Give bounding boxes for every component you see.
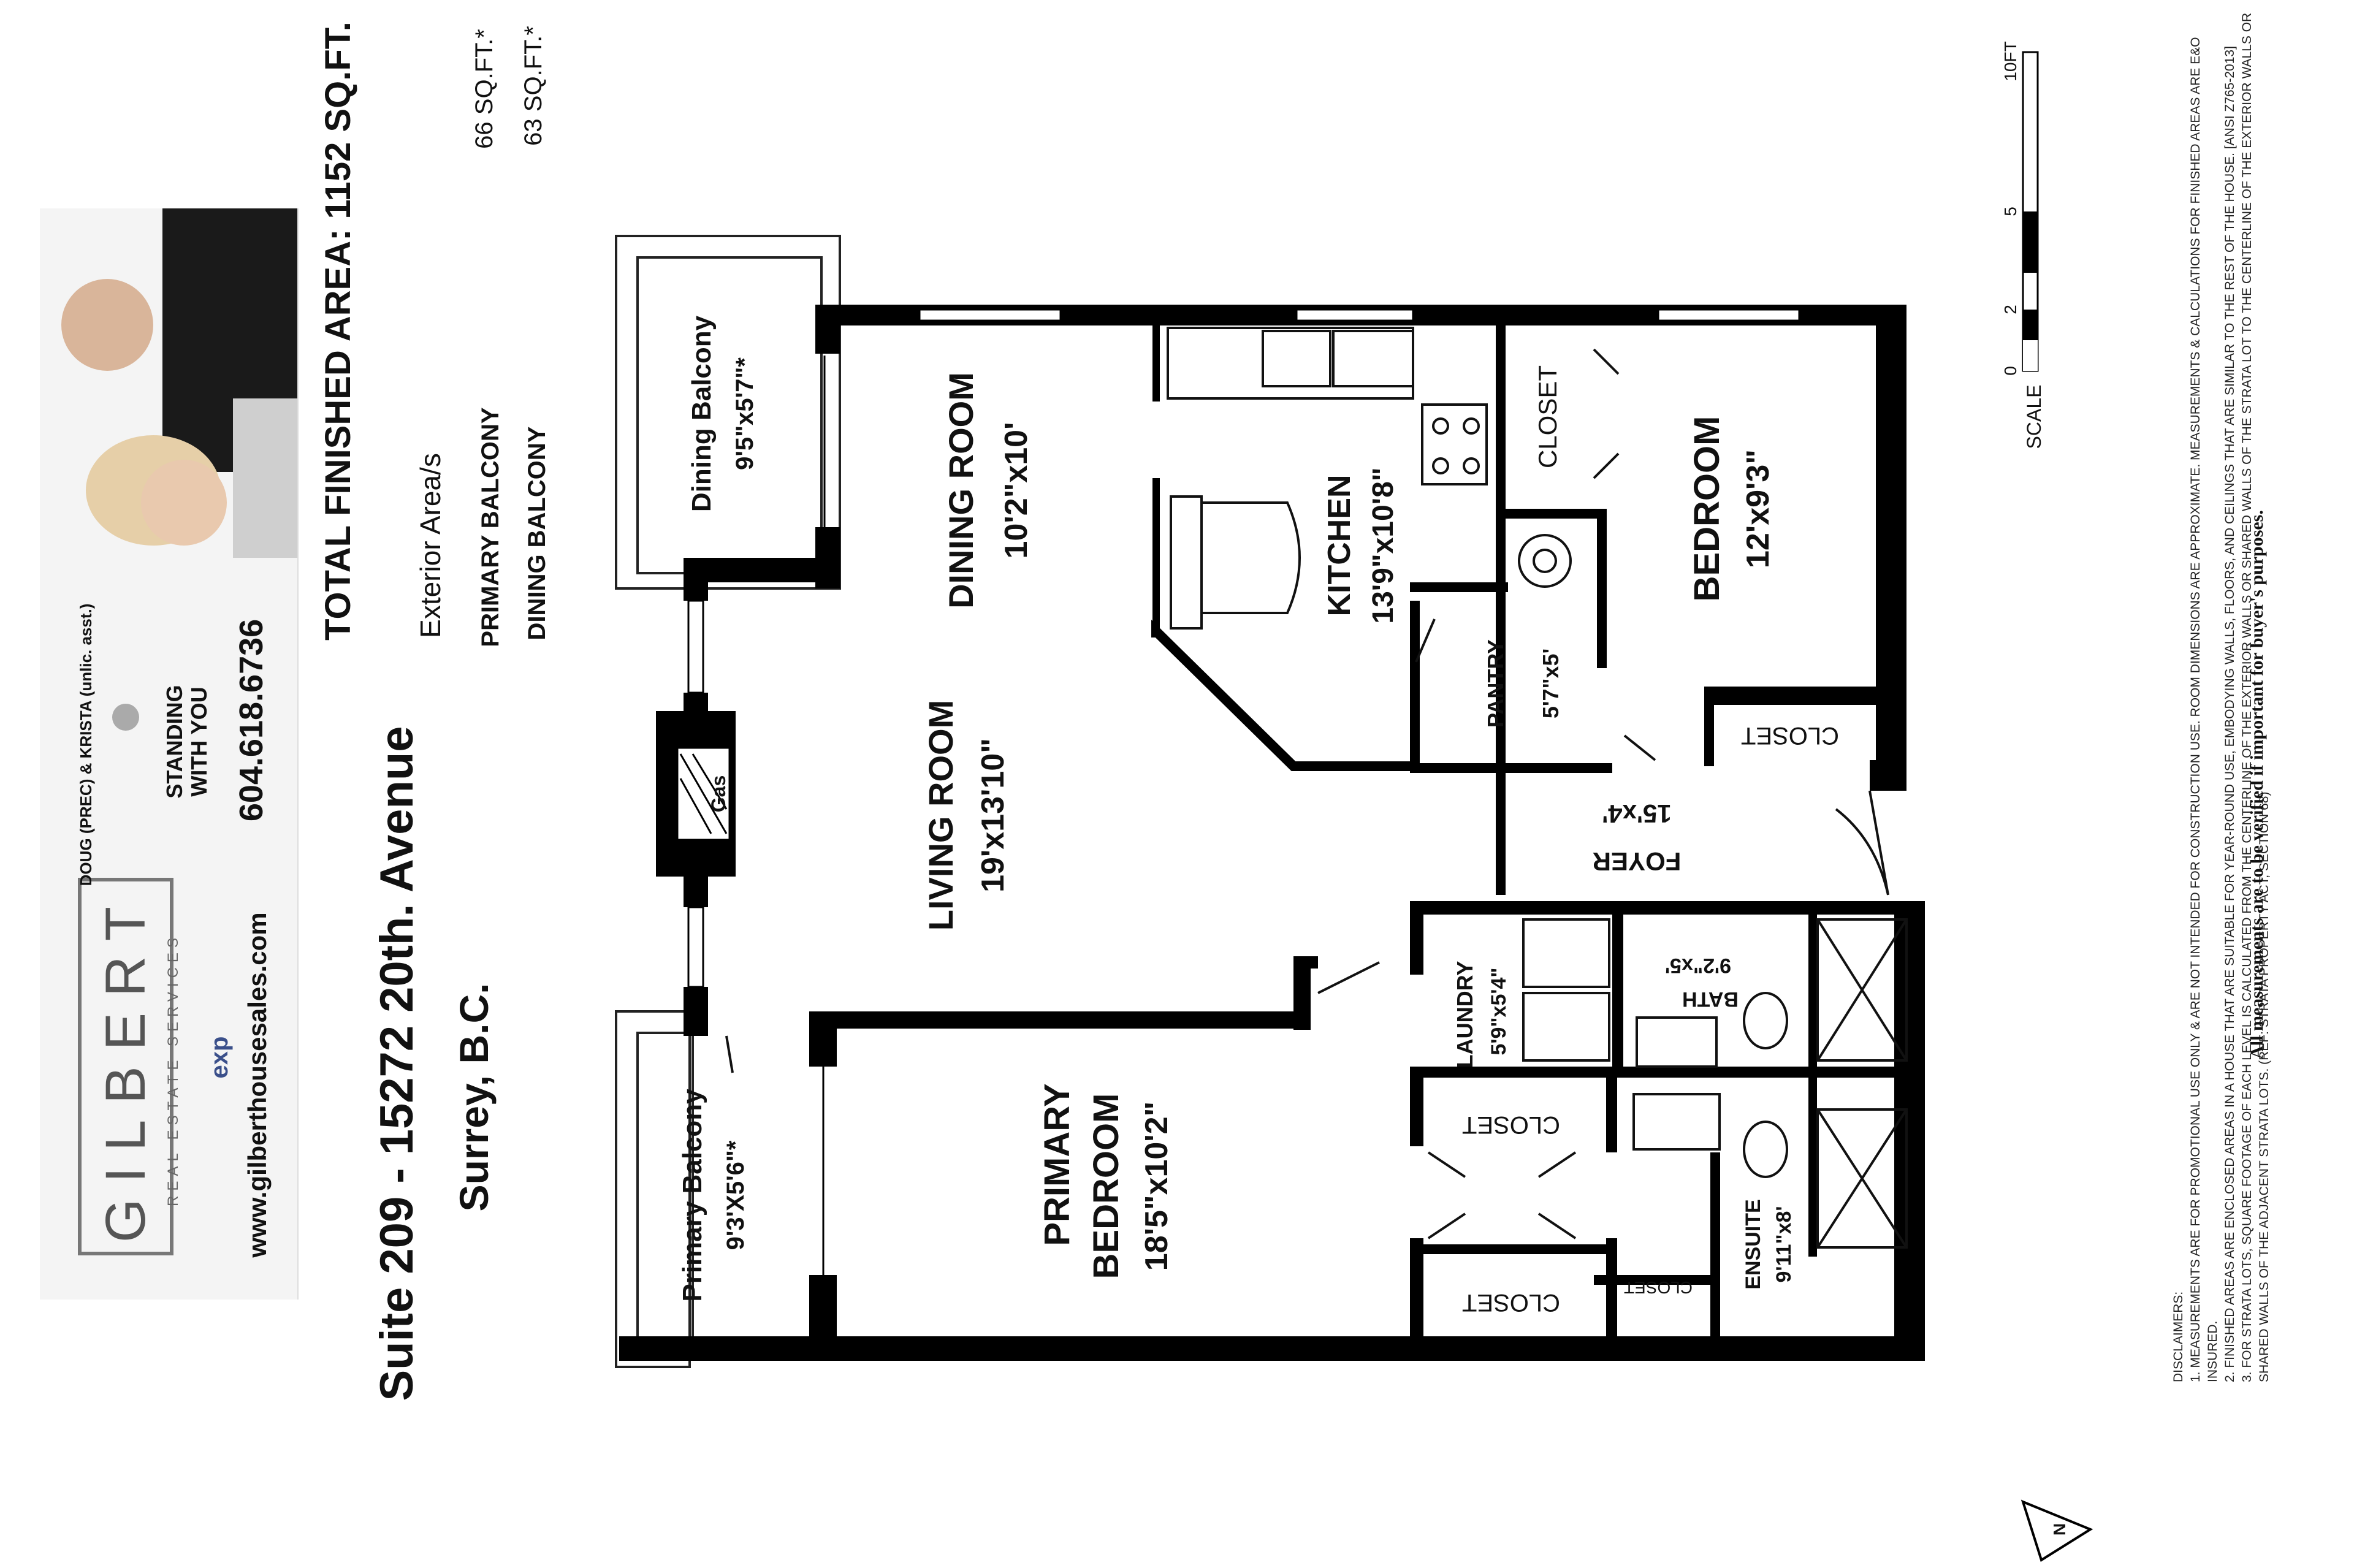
slogan-line1: STANDING: [162, 685, 187, 799]
disclaimer-footer: All measurements are to be verified if i…: [2247, 510, 2267, 1059]
bath-fixtures: [1522, 918, 1908, 1249]
bedroom-name: BEDROOM: [1687, 416, 1727, 602]
slogan-icon: [112, 704, 139, 731]
disclaimer-item-2: 2. FINISHED AREAS ARE ENCLOSED AREAS IN …: [2223, 46, 2237, 1382]
kitchen-name: KITCHEN: [1322, 474, 1357, 617]
laundry-size: 5'9"x5'4": [1487, 967, 1510, 1056]
disclaimer-title: DISCLAIMERS:: [2171, 1291, 2185, 1382]
closet-c-label: CLOSET: [1623, 1278, 1693, 1297]
fireplace-label: Gas: [707, 775, 729, 813]
exterior-title: Exterior Area/s: [414, 453, 446, 638]
dining-room-size: 10'2"x10': [999, 422, 1034, 559]
primary-bedroom-line2: BEDROOM: [1086, 1093, 1126, 1279]
dining-room-name: DINING ROOM: [942, 372, 980, 609]
dining-balcony-name: Dining Balcony: [687, 315, 717, 512]
laundry-name: LAUNDRY: [1452, 961, 1477, 1068]
closet-b-label: CLOSET: [1461, 1289, 1561, 1316]
foyer-closet-label: CLOSET: [1740, 722, 1840, 749]
primary-balcony-area: 66 SQ.FT.*: [471, 29, 498, 149]
primary-balcony-name: Primary Balcony: [677, 1089, 707, 1302]
north-label: N: [2050, 1523, 2069, 1536]
fireplace: [656, 711, 736, 877]
brand-name: GILBERT: [94, 891, 157, 1243]
exterior-walls: [619, 305, 1925, 1361]
brand-sub: REAL ESTATE SERVICES: [165, 933, 181, 1206]
agent-names: DOUG (PREC) & KRISTA (unlic. asst.): [77, 603, 95, 886]
ensuite-name: ENSUITE: [1742, 1199, 1765, 1290]
address-line1: Suite 209 - 15272 20th. Avenue: [371, 726, 423, 1401]
north-arrow-icon: [2021, 1499, 2093, 1562]
primary-bedroom-line1: PRIMARY: [1037, 1083, 1077, 1246]
dining-balcony-area: 63 SQ.FT.*: [520, 26, 547, 146]
kitchen-size: 13'9"x10'8": [1367, 467, 1400, 624]
scale-tick-0: 0: [2001, 366, 2020, 376]
agent-phone: 604.618.6736: [233, 618, 270, 822]
scale-tick-5: 5: [2001, 207, 2020, 216]
scale-bar: [2022, 51, 2039, 372]
agent-photo: [61, 208, 297, 558]
scale-tick-10: 10FT: [2001, 41, 2020, 82]
address-line2: Surrey, B.C.: [451, 983, 497, 1212]
bath-size: 9'2"x5': [1665, 954, 1731, 977]
living-room-size: 19'x13'10": [975, 738, 1011, 892]
brokerage-logo: exp: [206, 1036, 233, 1079]
living-room-name: LIVING ROOM: [921, 699, 960, 931]
dining-balcony-label: DINING BALCONY: [524, 426, 550, 641]
slogan-line2: WITH YOU: [186, 687, 211, 797]
brand-logo-frame: [78, 878, 173, 1255]
foyer-name: FOYER: [1592, 847, 1682, 876]
scale-title: SCALE: [2023, 384, 2045, 449]
foyer-size: 15'x4': [1602, 799, 1672, 828]
scale-tick-2: 2: [2001, 305, 2020, 314]
primary-bedroom-size: 18'5"x10'2": [1139, 1101, 1175, 1271]
bedroom-size: 12'x9'3": [1740, 449, 1776, 568]
primary-balcony-label: PRIMARY BALCONY: [477, 407, 504, 647]
closet-a-label: CLOSET: [1461, 1111, 1561, 1138]
door-swings: [725, 348, 1889, 1239]
windows: [687, 308, 1800, 1275]
pantry-size: 5'7"x5': [1538, 648, 1563, 719]
dining-balcony-size: 9'5"x5'7"*: [731, 357, 758, 470]
ensuite-size: 9'11"x8': [1772, 1206, 1796, 1283]
disclaimer-item-1: 1. MEASUREMENTS ARE FOR PROMOTIONAL USE …: [2188, 37, 2220, 1382]
pantry-name: PANTRY: [1483, 639, 1508, 728]
primary-balcony-size: 9'3'X5'6"*: [722, 1140, 749, 1250]
agent-website: www.gilberthousesales.com: [243, 912, 272, 1258]
bath-name: BATH: [1682, 988, 1739, 1011]
bedroom-closet-label: CLOSET: [1533, 365, 1562, 469]
interior-walls: [809, 322, 1919, 1349]
kitchen-fixtures: [1167, 327, 1572, 630]
total-area: TOTAL FINISHED AREA: 1152 SQ.FT.: [318, 21, 358, 641]
